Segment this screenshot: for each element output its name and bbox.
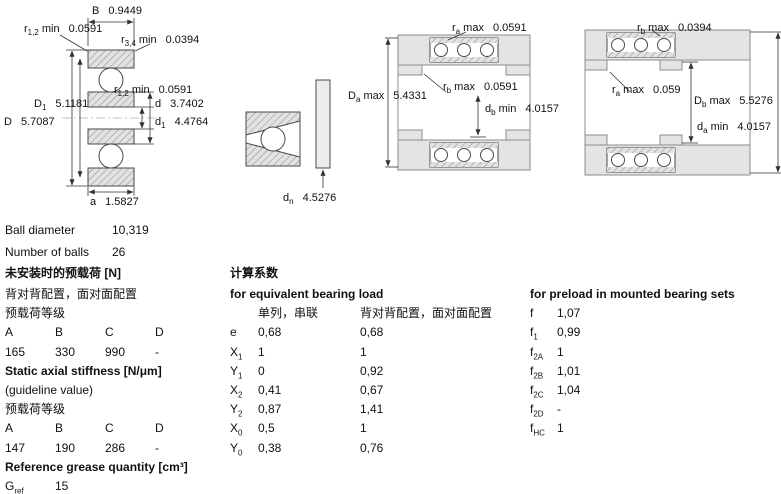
factor-sym: f2D <box>530 402 544 419</box>
technical-drawings <box>59 18 781 196</box>
calc-row-v2: 0,76 <box>360 441 384 455</box>
factor-value: 0,99 <box>557 325 581 339</box>
number-of-balls-label: Number of balls <box>5 245 90 259</box>
preload-unmounted-title: 未安装时的预载荷 [N] <box>5 266 121 280</box>
calc-row-v2: 1,41 <box>360 402 384 416</box>
factor-sym: f2C <box>530 383 544 400</box>
calc-subtitle: for equivalent bearing load <box>230 287 384 301</box>
bearing-small-figure <box>245 79 331 188</box>
dimension-lines-middle <box>385 31 486 168</box>
calc-row-v1: 0,41 <box>258 383 282 397</box>
stiffness-value-C: 286 <box>105 441 126 455</box>
bearing-cross-section <box>62 49 164 187</box>
stiffness-header-C: C <box>105 421 114 435</box>
calc-row-v2: 1 <box>360 421 367 435</box>
preload-value-C: 990 <box>105 345 126 359</box>
calc-row-sym: Y2 <box>230 402 243 419</box>
ball-diameter-value: 10,319 <box>112 223 149 237</box>
factor-sym: f <box>530 306 534 320</box>
ball-diameter-label: Ball diameter <box>5 223 76 237</box>
dimension-lines-right <box>609 29 781 174</box>
preload-class-label: 预载荷等级 <box>5 306 66 320</box>
stiffness-class-label: 预载荷等级 <box>5 402 66 416</box>
factor-value: - <box>557 402 561 416</box>
calc-row-sym: X1 <box>230 345 243 362</box>
factor-value: 1,07 <box>557 306 581 320</box>
calc-row-v1: 0,87 <box>258 402 282 416</box>
factor-value: 1,04 <box>557 383 581 397</box>
factor-sym: f2A <box>530 345 544 362</box>
stiffness-subtitle: (guideline value) <box>5 383 94 397</box>
preload-value-D: - <box>155 345 159 359</box>
calc-title: 计算系数 <box>230 266 279 280</box>
preload-header-C: C <box>105 325 114 339</box>
calc-row-v1: 0 <box>258 364 265 378</box>
calc-row-v1: 1 <box>258 345 265 359</box>
calc-col1-header: 单列，串联 <box>258 306 319 320</box>
grease-value: 15 <box>55 479 69 493</box>
stiffness-header-A: A <box>5 421 14 435</box>
preload-mounted-title: for preload in mounted bearing sets <box>530 287 735 301</box>
calc-row-v2: 0,92 <box>360 364 384 378</box>
number-of-balls-value: 26 <box>112 245 126 259</box>
grease-title: Reference grease quantity [cm³] <box>5 460 188 474</box>
mounted-arrangement-right <box>584 29 751 176</box>
stiffness-value-D: - <box>155 441 159 455</box>
stiffness-header-B: B <box>55 421 64 435</box>
calc-row-sym: e <box>230 325 237 339</box>
mounted-arrangement-middle <box>397 34 531 171</box>
factor-sym: f1 <box>530 325 538 342</box>
preload-unmounted-subtitle: 背对背配置，面对面配置 <box>5 287 138 301</box>
calc-row-sym: X2 <box>230 383 243 400</box>
preload-value-A: 165 <box>5 345 26 359</box>
factor-sym: fHC <box>530 421 545 438</box>
preload-header-B: B <box>55 325 64 339</box>
factor-value: 1 <box>557 345 564 359</box>
stiffness-header-D: D <box>155 421 164 435</box>
calc-row-sym: Y0 <box>230 441 243 458</box>
factor-value: 1,01 <box>557 364 581 378</box>
calc-row-v2: 0,68 <box>360 325 384 339</box>
calc-col2-header: 背对背配置，面对面配置 <box>360 306 493 320</box>
factor-value: 1 <box>557 421 564 435</box>
stiffness-title: Static axial stiffness [N/μm] <box>5 364 162 378</box>
calc-row-sym: Y1 <box>230 364 243 381</box>
preload-header-A: A <box>5 325 14 339</box>
dimension-lines-left <box>59 18 154 196</box>
calc-row-sym: X0 <box>230 421 243 438</box>
grease-symbol: Gref <box>5 479 24 494</box>
factor-sym: f2B <box>530 364 544 381</box>
calc-row-v1: 0,68 <box>258 325 282 339</box>
calc-row-v2: 1 <box>360 345 367 359</box>
calc-row-v2: 0,67 <box>360 383 384 397</box>
calc-row-v1: 0,38 <box>258 441 282 455</box>
preload-header-D: D <box>155 325 164 339</box>
calc-row-v1: 0,5 <box>258 421 275 435</box>
preload-value-B: 330 <box>55 345 76 359</box>
stiffness-value-B: 190 <box>55 441 76 455</box>
stiffness-value-A: 147 <box>5 441 26 455</box>
